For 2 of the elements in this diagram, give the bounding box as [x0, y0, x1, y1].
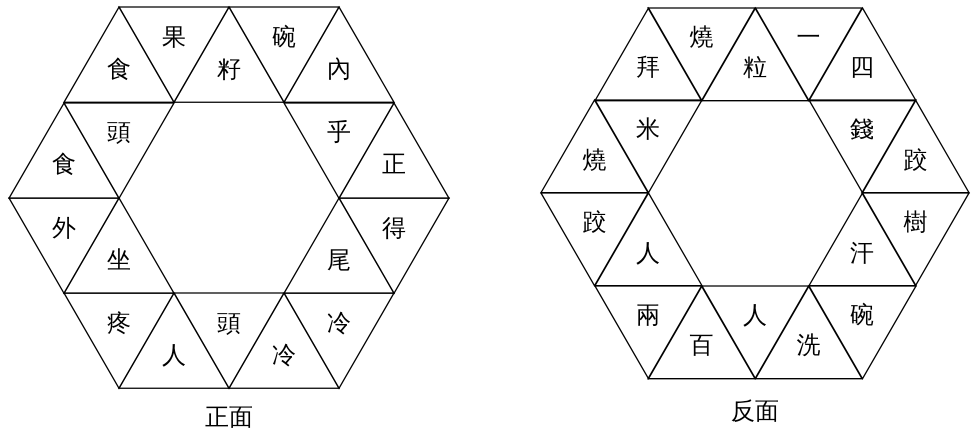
- caption: 正面: [205, 405, 253, 431]
- caption: 反面: [731, 399, 779, 425]
